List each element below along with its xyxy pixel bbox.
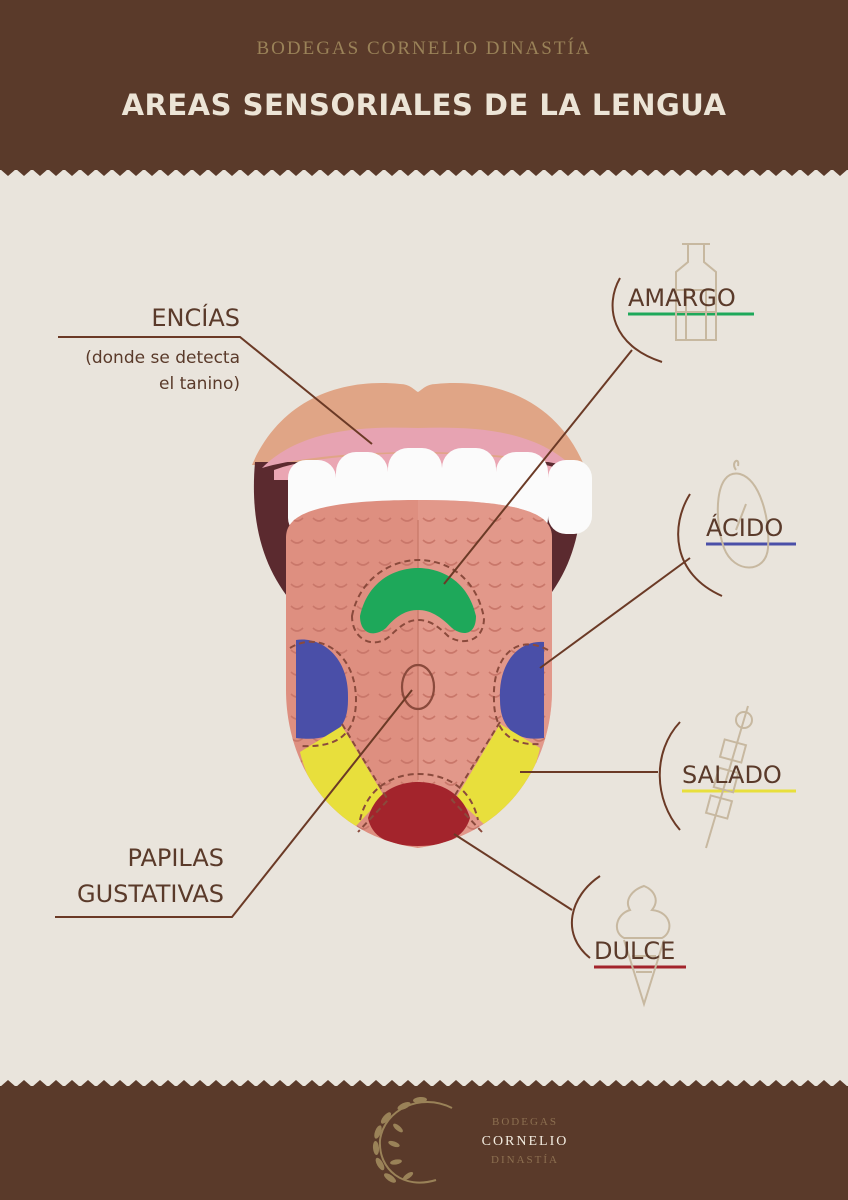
inner-lip xyxy=(262,427,574,468)
acido-zone-right xyxy=(499,641,544,739)
bracket-salado xyxy=(658,721,681,831)
laurel-wreath-icon xyxy=(372,1096,453,1184)
acido-zone-left xyxy=(296,639,349,739)
label-acido: ÁCIDO xyxy=(706,514,784,542)
label-dulce: DULCE xyxy=(594,937,676,965)
tongue xyxy=(286,500,552,848)
papilla-circle xyxy=(400,663,436,711)
leader-amargo xyxy=(443,349,633,585)
lemon-icon xyxy=(716,459,770,569)
brand-name: BODEGAS CORNELIO DINASTÍA xyxy=(256,38,592,59)
logo-text-cornelio: CORNELIO xyxy=(481,1134,569,1149)
wine-bottle-icon xyxy=(675,243,717,341)
label-encias: ENCÍAS xyxy=(151,304,240,332)
leader-papilas xyxy=(55,689,413,918)
bracket-dulce xyxy=(571,875,601,959)
bracket-acido xyxy=(677,493,723,597)
salado-zone-left xyxy=(300,726,384,826)
bracket-amargo xyxy=(611,277,663,363)
dulce-zone xyxy=(368,782,470,846)
leader-lines xyxy=(55,277,723,959)
label-encias-note-2: el tanino) xyxy=(159,374,240,394)
zone-dashed-outlines xyxy=(289,558,549,833)
logo-text-dinastia: DINASTÍA xyxy=(491,1154,559,1166)
label-encias-note-1: (donde se detecta xyxy=(85,348,240,368)
label-amargo: AMARGO xyxy=(628,284,736,312)
salado-zone-right xyxy=(456,724,540,826)
amargo-zone xyxy=(360,568,476,634)
logo-text-bodegas: BODEGAS xyxy=(492,1116,558,1128)
header-band xyxy=(0,0,848,170)
footer-zigzag-edge xyxy=(0,1080,848,1087)
label-salado: SALADO xyxy=(682,761,782,789)
leader-dulce xyxy=(453,833,573,911)
label-gustativas: GUSTATIVAS xyxy=(76,880,224,908)
page-title: AREAS SENSORIALES DE LA LENGUA xyxy=(121,88,727,122)
ice-cream-icon xyxy=(615,884,671,1008)
skewer-icon xyxy=(704,705,753,849)
header-zigzag-edge xyxy=(0,169,848,176)
footer-band xyxy=(0,1086,848,1200)
leader-encias xyxy=(58,336,373,445)
leader-acido xyxy=(539,557,691,669)
label-papilas: PAPILAS xyxy=(127,844,224,872)
